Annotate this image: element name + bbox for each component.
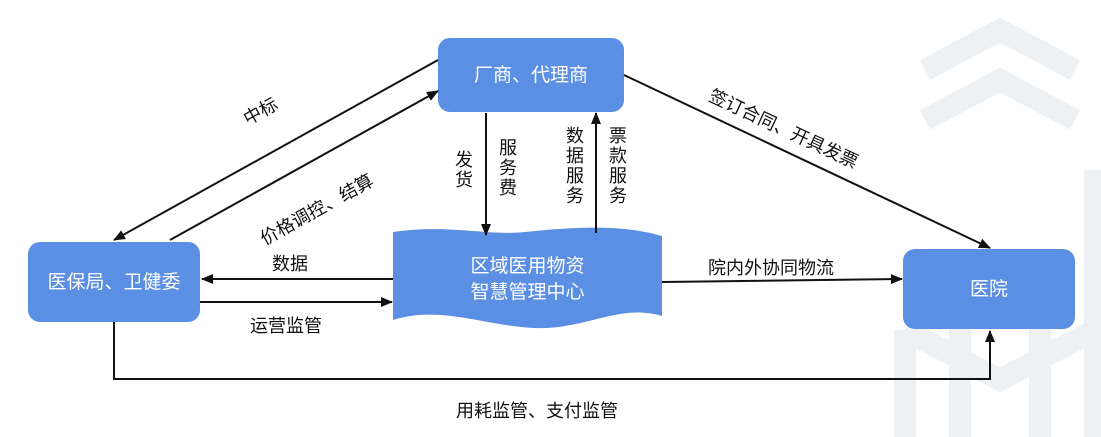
node-center-label: 区域医用物资 智慧管理中心	[393, 250, 662, 308]
watermark-logo	[894, 17, 1101, 437]
edge-bid-win	[113, 59, 439, 241]
label-service-fee: 服务费	[496, 138, 517, 198]
node-bureau-label: 医保局、卫健委	[47, 271, 181, 293]
label-ops-supervision: 运营监管	[250, 316, 322, 337]
label-ship: 发货	[452, 150, 473, 190]
node-center-line2: 智慧管理中心	[470, 281, 585, 303]
node-manufacturer	[438, 38, 624, 112]
node-center-line1: 区域医用物资	[470, 255, 585, 277]
node-center	[393, 227, 662, 329]
label-payment-service: 票款服务	[606, 126, 627, 206]
label-data-service: 数据服务	[563, 126, 584, 206]
node-bureau	[28, 242, 200, 322]
label-logistics: 院内外协同物流	[708, 258, 834, 279]
edge-logistics	[661, 274, 903, 285]
label-data: 数据	[272, 254, 308, 275]
edge-consumable-pay-supervision	[113, 322, 995, 380]
edge-contract-invoice	[623, 74, 991, 249]
node-manufacturer-label: 厂商、代理商	[473, 64, 588, 86]
edge-price-settle	[169, 90, 439, 241]
label-consumable-pay-supervision: 用耗监管、支付监管	[456, 401, 618, 422]
node-hospital	[903, 249, 1075, 329]
node-hospital-label: 医院	[969, 278, 1008, 300]
